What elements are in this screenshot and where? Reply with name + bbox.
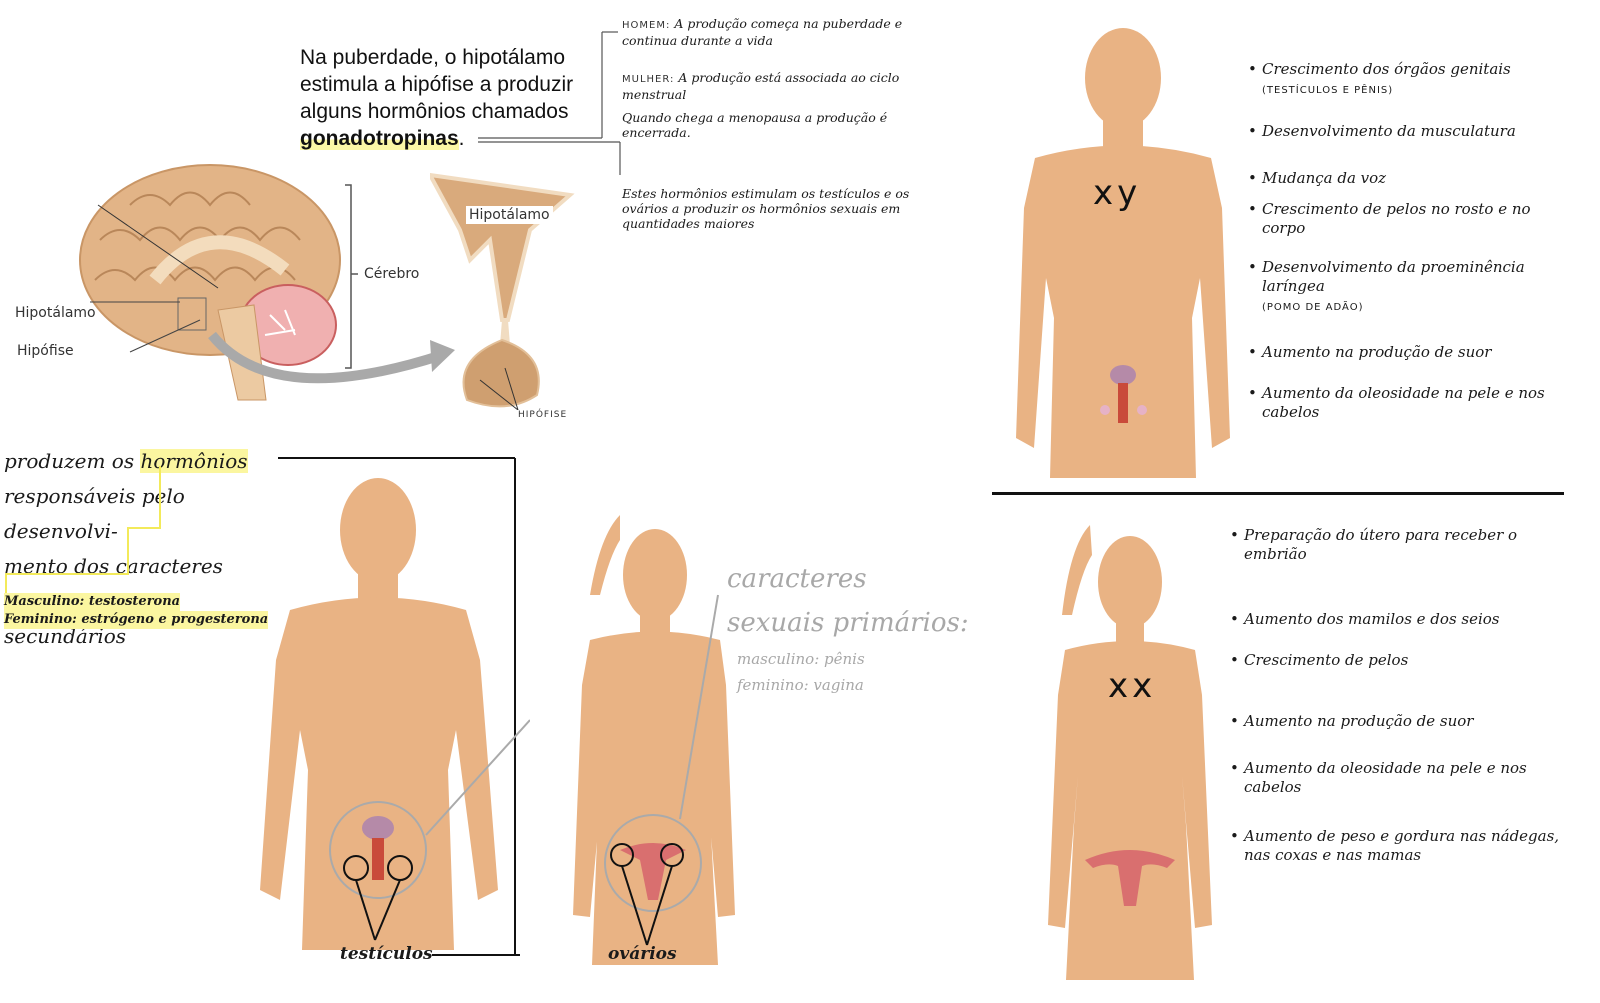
male-bullet-1: Crescimento dos órgãos genitais (testícul… bbox=[1248, 60, 1578, 100]
zoom-label-hipofise: HIPÓFISE bbox=[518, 410, 568, 420]
xy-male-body-illustration bbox=[1016, 28, 1230, 478]
female-bullet-4-text: Aumento na produção de suor bbox=[1244, 712, 1474, 730]
sec-w1: produzem os bbox=[4, 449, 135, 473]
xx-female-body-illustration bbox=[1048, 525, 1212, 980]
male-bullet-1-text: Crescimento dos órgãos genitais bbox=[1262, 60, 1511, 78]
male-bullet-2: Desenvolvimento da musculatura bbox=[1248, 122, 1578, 141]
female-bullet-6-text: Aumento de peso e gordura nas nádegas, n… bbox=[1244, 827, 1560, 864]
female-bullet-5-text: Aumento da oleosidade na pele e nos cabe… bbox=[1244, 759, 1527, 796]
mulher-note: MULHER: A produção está associada ao cic… bbox=[622, 70, 952, 102]
intro-connector-lines bbox=[478, 31, 621, 175]
male-bullet-3-text: Mudança da voz bbox=[1262, 169, 1387, 187]
primary-masculino: masculino: pênis bbox=[737, 650, 865, 668]
chromosomes-xx: xx bbox=[1108, 666, 1157, 706]
male-bullet-1-sub: (testículos e pênis) bbox=[1262, 85, 1394, 96]
intro-text: Na puberdade, o hipotálamo estimula a hi… bbox=[300, 44, 620, 152]
female-bullet-3-text: Crescimento de pelos bbox=[1244, 651, 1409, 669]
male-bullet-4-text: Crescimento de pelos no rosto e no corpo bbox=[1262, 200, 1531, 237]
panel-divider bbox=[992, 492, 1564, 495]
homem-label: HOMEM: bbox=[622, 20, 671, 31]
hormonios-highlight: hormônios bbox=[140, 449, 248, 473]
male-bullet-5: Desenvolvimento da proeminência laríngea… bbox=[1248, 258, 1578, 317]
female-bullet-3: Crescimento de pelos bbox=[1230, 651, 1570, 670]
masc-value: testosterona bbox=[88, 594, 181, 609]
homem-note: HOMEM: A produção começa na puberdade e … bbox=[622, 16, 952, 48]
fem-label: Feminino bbox=[4, 612, 72, 627]
label-hipofise: Hipófise bbox=[17, 343, 74, 359]
hormone-feminino: Feminino: estrógeno e progesterona bbox=[4, 611, 269, 629]
masc-label: Masculino bbox=[4, 594, 80, 609]
fem-value: estrógeno e progesterona bbox=[81, 612, 269, 627]
mulher-text: A produção está associada ao ciclo menst… bbox=[622, 70, 900, 102]
male-bullet-4: Crescimento de pelos no rosto e no corpo bbox=[1248, 200, 1578, 238]
brain-illustration bbox=[79, 164, 341, 401]
female-bullet-4: Aumento na produção de suor bbox=[1230, 712, 1570, 731]
mulher-label: MULHER: bbox=[622, 74, 675, 85]
effect-note: Estes hormônios estimulam os testículos … bbox=[622, 186, 910, 231]
female-bullet-6: Aumento de peso e gordura nas nádegas, n… bbox=[1230, 827, 1570, 865]
male-bullet-7: Aumento da oleosidade na pele e nos cabe… bbox=[1248, 384, 1578, 422]
intro-period: . bbox=[458, 127, 465, 150]
female-bullet-2-text: Aumento dos mamilos e dos seios bbox=[1244, 610, 1500, 628]
zoom-label-hipotalamo: Hipotálamo bbox=[466, 206, 553, 224]
male-characteristics-list: Crescimento dos órgãos genitais (testícul… bbox=[1248, 60, 1578, 422]
secondary-bracket-lines bbox=[5, 457, 520, 956]
female-characteristics-list: Preparação do útero para receber o embri… bbox=[1230, 526, 1570, 865]
primary-feminino: feminino: vagina bbox=[737, 676, 864, 694]
sec-line2b: pelo desenvolvi- bbox=[4, 484, 185, 543]
male-body-illustration bbox=[260, 478, 530, 950]
hormone-list: Masculino: testosterona Feminino: estróg… bbox=[4, 593, 269, 629]
label-cerebro: Cérebro bbox=[364, 266, 420, 282]
male-bullet-7-text: Aumento da oleosidade na pele e nos cabe… bbox=[1262, 384, 1545, 421]
female-bullet-2: Aumento dos mamilos e dos seios bbox=[1230, 610, 1570, 629]
sec-line2a: responsáveis bbox=[4, 484, 136, 508]
label-ovarios: ovários bbox=[608, 944, 677, 964]
female-bullet-5: Aumento da oleosidade na pele e nos cabe… bbox=[1230, 759, 1570, 797]
female-bullet-1-text: Preparação do útero para receber o embri… bbox=[1244, 526, 1518, 563]
brain-connectors bbox=[90, 184, 455, 384]
male-bullet-3: Mudança da voz bbox=[1248, 169, 1578, 188]
menopausa-note: Quando chega a menopausa a produção é en… bbox=[622, 110, 888, 140]
intro-line-2: estimula a hipófise a produzir bbox=[300, 73, 574, 96]
homem-text: A produção começa na puberdade e continu… bbox=[622, 16, 903, 48]
male-bullet-6-text: Aumento na produção de suor bbox=[1262, 343, 1492, 361]
chromosomes-xy: xy bbox=[1093, 173, 1142, 213]
male-bullet-5-text: Desenvolvimento da proeminência laríngea bbox=[1262, 258, 1525, 295]
label-testiculos: testículos bbox=[340, 944, 433, 964]
label-hipotalamo: Hipotálamo bbox=[15, 305, 96, 321]
intro-line-3: alguns hormônios chamados bbox=[300, 100, 569, 123]
male-bullet-2-text: Desenvolvimento da musculatura bbox=[1262, 122, 1516, 140]
female-body-illustration bbox=[573, 515, 735, 965]
male-bullet-6: Aumento na produção de suor bbox=[1248, 343, 1578, 362]
female-bullet-1: Preparação do útero para receber o embri… bbox=[1230, 526, 1570, 564]
hormone-masculino: Masculino: testosterona bbox=[4, 593, 181, 611]
male-bullet-5-sub: (pomo de adão) bbox=[1262, 302, 1364, 313]
intro-line-1: Na puberdade, o hipotálamo bbox=[300, 46, 566, 69]
primary-title-1: caracteres bbox=[727, 564, 867, 594]
primary-title-2: sexuais primários: bbox=[727, 608, 969, 638]
gonadotropinas-highlight: gonadotropinas bbox=[300, 127, 459, 150]
